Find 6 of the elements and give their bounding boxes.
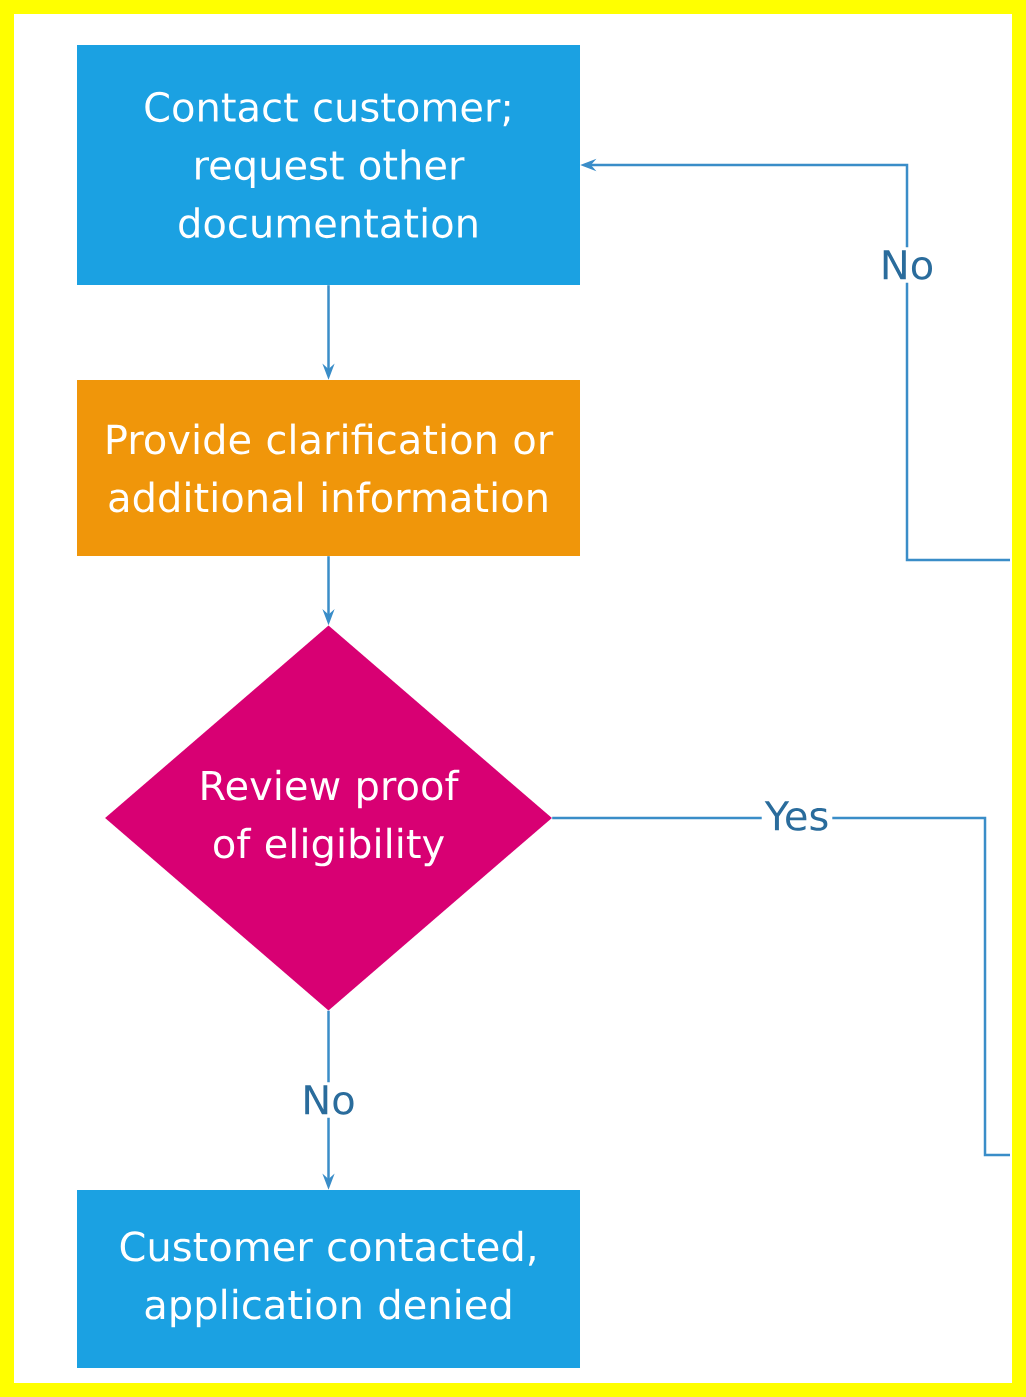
edge-label: Yes bbox=[761, 798, 833, 834]
process-box: Customer contacted, application denied bbox=[77, 1190, 580, 1368]
process-box: Contact customer; request other documentation bbox=[77, 45, 580, 285]
edge-label: No bbox=[876, 247, 938, 283]
process-box: Provide clarification or additional information bbox=[77, 380, 580, 556]
edge-label: No bbox=[298, 1082, 359, 1118]
